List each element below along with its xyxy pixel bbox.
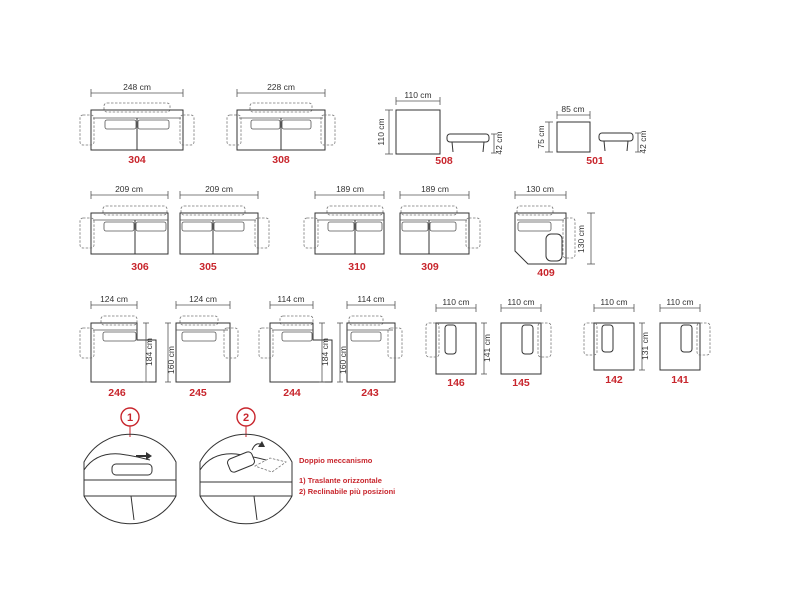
module-309: 189 cm 309 xyxy=(399,184,481,273)
depth-label: 141 cm xyxy=(482,334,492,362)
module-code: 306 xyxy=(131,261,149,273)
depth-label: 75 cm xyxy=(536,125,546,148)
width-label: 114 cm xyxy=(277,294,304,304)
module-code: 309 xyxy=(421,261,439,273)
depth-label: 131 cm xyxy=(640,332,650,360)
depth-label: 184 cm xyxy=(320,338,330,366)
width-label: 110 cm xyxy=(442,297,469,307)
mechanism-legend: Doppio meccanismo 1) Traslante orizzonta… xyxy=(299,456,395,496)
module-code: 243 xyxy=(361,387,379,399)
width-label: 228 cm xyxy=(267,82,295,92)
module-code: 304 xyxy=(128,154,146,166)
module-142: 110 cm 131 cm 142 xyxy=(583,297,650,386)
mechanism-step-2: 2 xyxy=(199,407,293,525)
legend-title: Doppio meccanismo xyxy=(299,456,373,465)
width-label: 110 cm xyxy=(600,297,627,307)
width-label: 248 cm xyxy=(123,82,151,92)
step-number: 2 xyxy=(243,412,249,424)
legend-item: 1) Traslante orizzontale xyxy=(299,476,382,485)
width-label: 110 cm xyxy=(666,297,693,307)
module-246: 124 cm 184 cm 246 xyxy=(79,294,157,399)
arrow-right-icon xyxy=(136,452,152,460)
module-244: 114 cm 184 cm 244 xyxy=(258,294,333,399)
legend-item: 2) Reclinabile più posizioni xyxy=(299,487,395,496)
module-308: 228 cm 308 xyxy=(226,82,336,166)
module-code: 310 xyxy=(348,261,366,273)
module-code: 501 xyxy=(586,155,604,167)
module-145: 110 cm 145 xyxy=(500,297,552,389)
depth-label: 130 cm xyxy=(576,225,586,253)
depth-label: 184 cm xyxy=(144,338,154,366)
module-306: 209 cm 306 xyxy=(79,184,169,273)
depth-label: 110 cm xyxy=(376,118,386,145)
module-code: 244 xyxy=(283,387,301,399)
module-243: 114 cm 160 cm 243 xyxy=(337,294,403,399)
module-code: 142 xyxy=(605,374,623,386)
module-code: 146 xyxy=(447,377,465,389)
width-label: 130 cm xyxy=(526,184,554,194)
mechanism-step-1: 1 xyxy=(83,407,177,525)
detail-outline xyxy=(199,433,293,525)
module-501: 85 cm 75 cm 42 cm 501 xyxy=(536,104,648,167)
module-146: 110 cm 141 cm 146 xyxy=(425,297,492,389)
width-label: 114 cm xyxy=(357,294,384,304)
detail-outline xyxy=(83,433,177,525)
width-label: 110 cm xyxy=(404,90,431,100)
module-code: 409 xyxy=(537,267,555,279)
width-label: 85 cm xyxy=(561,104,584,114)
height-label: 42 cm xyxy=(494,131,504,154)
headrest-cushion xyxy=(111,463,153,476)
width-label: 110 cm xyxy=(507,297,534,307)
module-508: 110 cm 110 cm 42 cm 508 xyxy=(376,90,504,167)
module-304: 248 cm 304 xyxy=(79,82,195,166)
height-label: 42 cm xyxy=(638,130,648,153)
depth-label: 160 cm xyxy=(338,346,348,374)
module-141: 110 cm 141 xyxy=(659,297,711,386)
module-code: 246 xyxy=(108,387,126,399)
module-code: 141 xyxy=(671,374,689,386)
headrest-cushion xyxy=(227,451,255,473)
width-label: 124 cm xyxy=(100,294,128,304)
depth-label: 160 cm xyxy=(166,346,176,374)
module-310: 189 cm 310 xyxy=(303,184,385,273)
step-number: 1 xyxy=(127,412,133,424)
width-label: 124 cm xyxy=(189,294,217,304)
module-code: 508 xyxy=(435,155,453,167)
width-label: 189 cm xyxy=(336,184,364,194)
module-245: 124 cm 160 cm 245 xyxy=(165,294,239,399)
module-409: 130 cm 130 cm 409 xyxy=(514,184,595,279)
module-code: 308 xyxy=(272,154,290,166)
module-305: 209 cm 305 xyxy=(179,184,270,273)
module-code: 145 xyxy=(512,377,530,389)
module-code: 245 xyxy=(189,387,207,399)
width-label: 209 cm xyxy=(115,184,143,194)
width-label: 209 cm xyxy=(205,184,233,194)
module-code: 305 xyxy=(199,261,217,273)
width-label: 189 cm xyxy=(421,184,449,194)
